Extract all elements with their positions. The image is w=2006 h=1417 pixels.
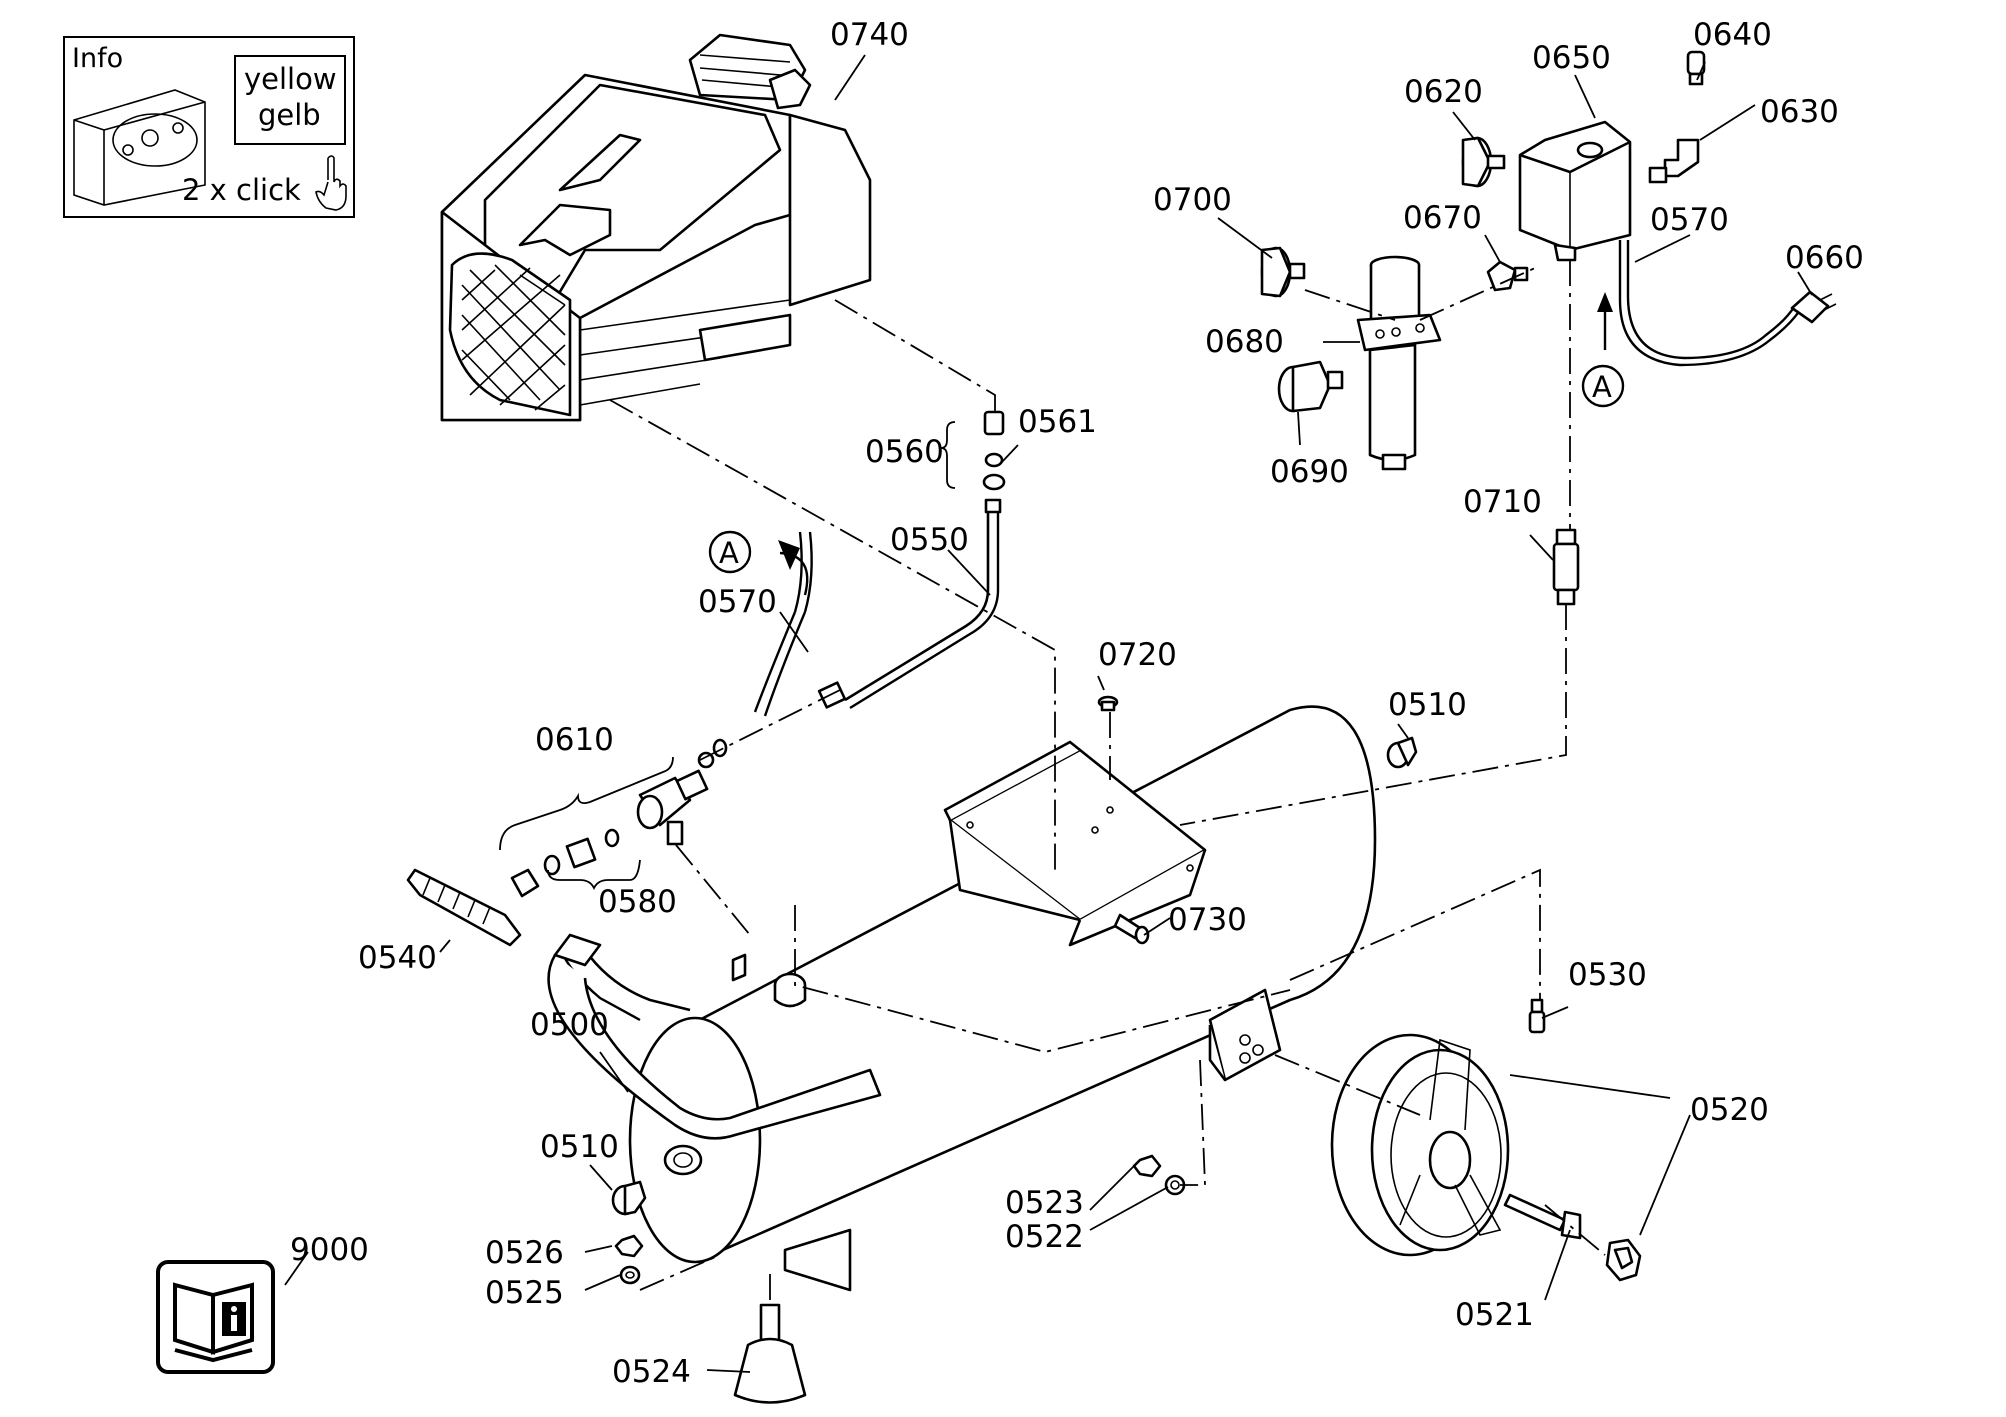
label-0561[interactable]: 0561 — [1018, 404, 1097, 440]
nuts-0522-0523 — [1132, 1154, 1186, 1196]
assembly-lines — [609, 260, 1606, 1300]
connector-a-left — [708, 530, 752, 574]
label-0526[interactable]: 0526 — [485, 1235, 564, 1271]
cable-0660 — [1618, 240, 1837, 367]
fan-grille — [448, 252, 572, 417]
connector-a-left-label: A — [719, 536, 739, 570]
label-0710[interactable]: 0710 — [1463, 484, 1542, 520]
label-0720[interactable]: 0720 — [1098, 637, 1177, 673]
curved-arrow-icon — [778, 540, 809, 596]
info-color-en: yellow — [244, 62, 337, 96]
label-0670[interactable]: 0670 — [1403, 200, 1482, 236]
nuts-0525-0526 — [614, 1234, 644, 1285]
label-0610[interactable]: 0610 — [535, 722, 614, 758]
label-0540[interactable]: 0540 — [358, 940, 437, 976]
label-0660[interactable]: 0660 — [1785, 240, 1864, 276]
foot-0524 — [733, 1303, 807, 1404]
info-panel[interactable]: Info yellow gelb 2 x click — [63, 36, 355, 218]
label-0550[interactable]: 0550 — [890, 522, 969, 558]
handle — [547, 933, 882, 1140]
label-0680[interactable]: 0680 — [1205, 324, 1284, 360]
label-0521[interactable]: 0521 — [1455, 1297, 1534, 1333]
label-0570-top[interactable]: 0570 — [1650, 202, 1729, 238]
info-title: Info — [72, 43, 123, 74]
info-color-de: gelb — [258, 98, 321, 132]
label-0690[interactable]: 0690 — [1270, 454, 1349, 490]
bolt-0730 — [1113, 913, 1150, 945]
leader-lines — [284, 54, 1813, 1373]
hose-0570 — [753, 531, 813, 717]
label-0730[interactable]: 0730 — [1168, 902, 1247, 938]
wheel-bracket — [1208, 988, 1282, 1082]
coupling-0690 — [1277, 360, 1344, 413]
label-0700[interactable]: 0700 — [1153, 182, 1232, 218]
filter-regulator — [1356, 255, 1442, 471]
fitting-0670 — [1486, 260, 1529, 292]
label-0520[interactable]: 0520 — [1690, 1092, 1769, 1128]
label-9000[interactable]: 9000 — [290, 1232, 369, 1268]
label-0510-top[interactable]: 0510 — [1388, 687, 1467, 723]
hubcap-0520 — [1605, 1238, 1642, 1282]
valve-0530 — [1528, 998, 1546, 1034]
label-0560[interactable]: 0560 — [865, 434, 944, 470]
valve-parts-0580 — [510, 828, 620, 898]
air-tank — [628, 705, 1377, 1292]
wheel — [1330, 1033, 1510, 1257]
part-number-labels: 0740 0640 0650 0620 0630 0700 0670 0570 … — [290, 17, 1864, 1390]
label-0640[interactable]: 0640 — [1693, 17, 1772, 53]
gauge-0620 — [1461, 136, 1506, 188]
plug-0510 — [611, 1180, 647, 1216]
pressure-switch — [1518, 120, 1632, 262]
label-0525[interactable]: 0525 — [485, 1275, 564, 1311]
fitting-0710 — [1552, 528, 1580, 606]
label-0523[interactable]: 0523 — [1005, 1185, 1084, 1221]
label-0580[interactable]: 0580 — [598, 884, 677, 920]
pipe-0550 — [844, 498, 1002, 710]
cap-0720 — [1097, 695, 1119, 712]
label-0510[interactable]: 0510 — [540, 1129, 619, 1165]
info-box-illustration — [73, 89, 206, 206]
elbow-0630 — [1648, 138, 1700, 184]
check-valve-0610 — [636, 681, 847, 846]
label-0522[interactable]: 0522 — [1005, 1219, 1084, 1255]
grip-0540 — [406, 868, 522, 947]
label-0630[interactable]: 0630 — [1760, 94, 1839, 130]
gauge-0700 — [1260, 246, 1306, 298]
label-0570[interactable]: 0570 — [698, 584, 777, 620]
axle-0521 — [1503, 1193, 1582, 1240]
pointing-hand-icon — [315, 155, 347, 211]
label-0740[interactable]: 0740 — [830, 17, 909, 53]
label-0650[interactable]: 0650 — [1532, 40, 1611, 76]
arrow-up-icon — [1597, 292, 1613, 350]
plug-0510-top — [1386, 736, 1418, 769]
label-0620[interactable]: 0620 — [1404, 74, 1483, 110]
label-0500[interactable]: 0500 — [530, 1007, 609, 1043]
info-hint: 2 x click — [182, 173, 301, 207]
label-0524[interactable]: 0524 — [612, 1354, 691, 1390]
manual-info-icon[interactable] — [156, 1260, 275, 1374]
fittings-0560 — [982, 410, 1006, 491]
label-0530[interactable]: 0530 — [1568, 957, 1647, 993]
connector-a-top — [1581, 364, 1625, 408]
connector-a-top-label: A — [1592, 370, 1612, 404]
motor-unit — [440, 33, 872, 422]
